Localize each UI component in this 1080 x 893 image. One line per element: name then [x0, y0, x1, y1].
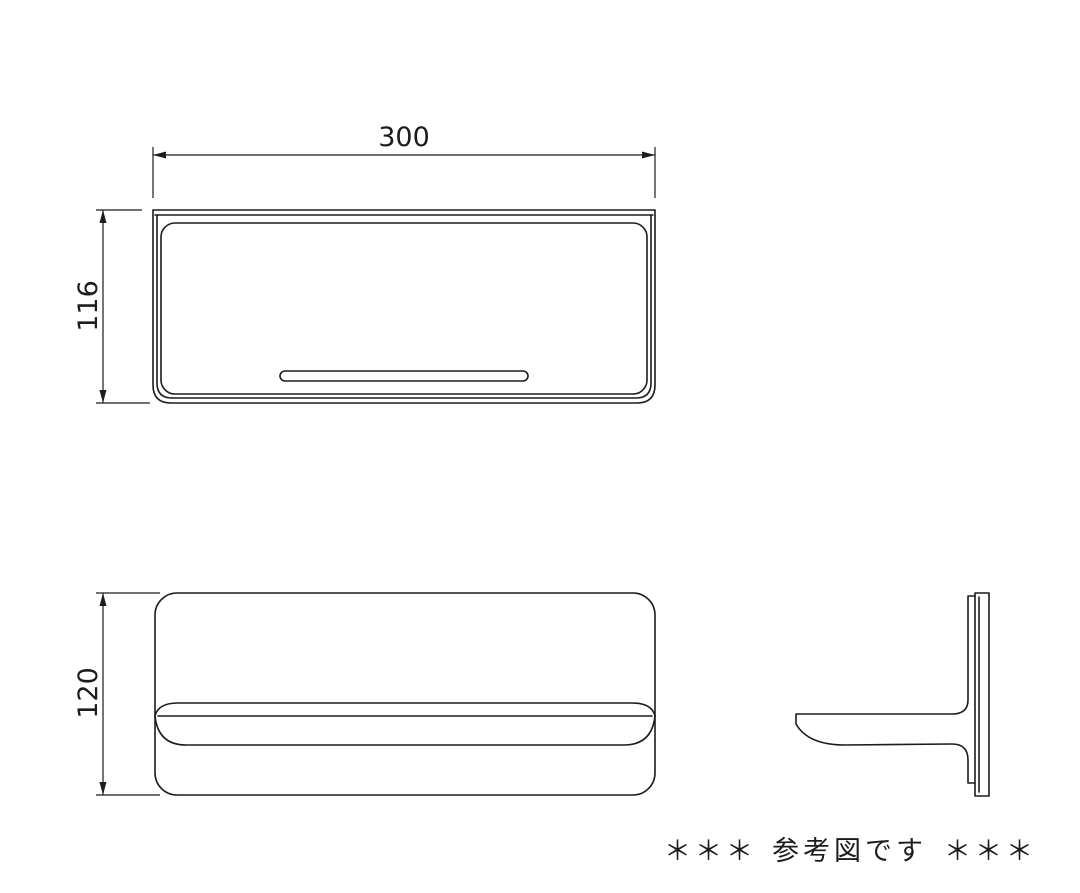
- front-height-arrow-top: [99, 593, 107, 606]
- width-arrow-right: [642, 151, 655, 159]
- width-arrow-left: [153, 151, 166, 159]
- front-height-dimension: 120: [73, 592, 160, 796]
- width-label: 300: [378, 122, 430, 153]
- top-height-label: 116: [73, 280, 104, 332]
- note-text: 参考図です: [772, 836, 927, 867]
- width-dimension: 300: [152, 122, 656, 198]
- front-height-label: 120: [73, 667, 104, 719]
- front-view-lip-top: [154, 702, 656, 717]
- front-view: 120: [73, 592, 656, 796]
- top-view: 300 116: [73, 122, 656, 404]
- reference-note: ＊＊＊ 参考図です ＊＊＊: [664, 836, 1037, 867]
- top-height-dimension: 116: [73, 209, 150, 404]
- side-view-bracket: [795, 595, 976, 784]
- side-view: [795, 592, 990, 797]
- top-view-outer-outline: [152, 209, 656, 404]
- top-view-inner-tray: [160, 222, 648, 395]
- note-marks-left: ＊＊＊: [664, 836, 757, 867]
- top-view-drain-slot: [279, 370, 529, 382]
- top-view-shelf: [152, 209, 656, 404]
- front-view-shelf: [154, 592, 656, 796]
- front-view-lip-bottom: [154, 715, 656, 746]
- top-height-arrow-top: [99, 210, 107, 223]
- top-height-arrow-bottom: [99, 390, 107, 403]
- note-marks-right: ＊＊＊: [944, 836, 1037, 867]
- front-height-arrow-bottom: [99, 782, 107, 795]
- top-view-side-rim: [156, 214, 652, 399]
- side-view-wall-plate: [974, 592, 990, 797]
- front-view-back-plate: [154, 592, 656, 796]
